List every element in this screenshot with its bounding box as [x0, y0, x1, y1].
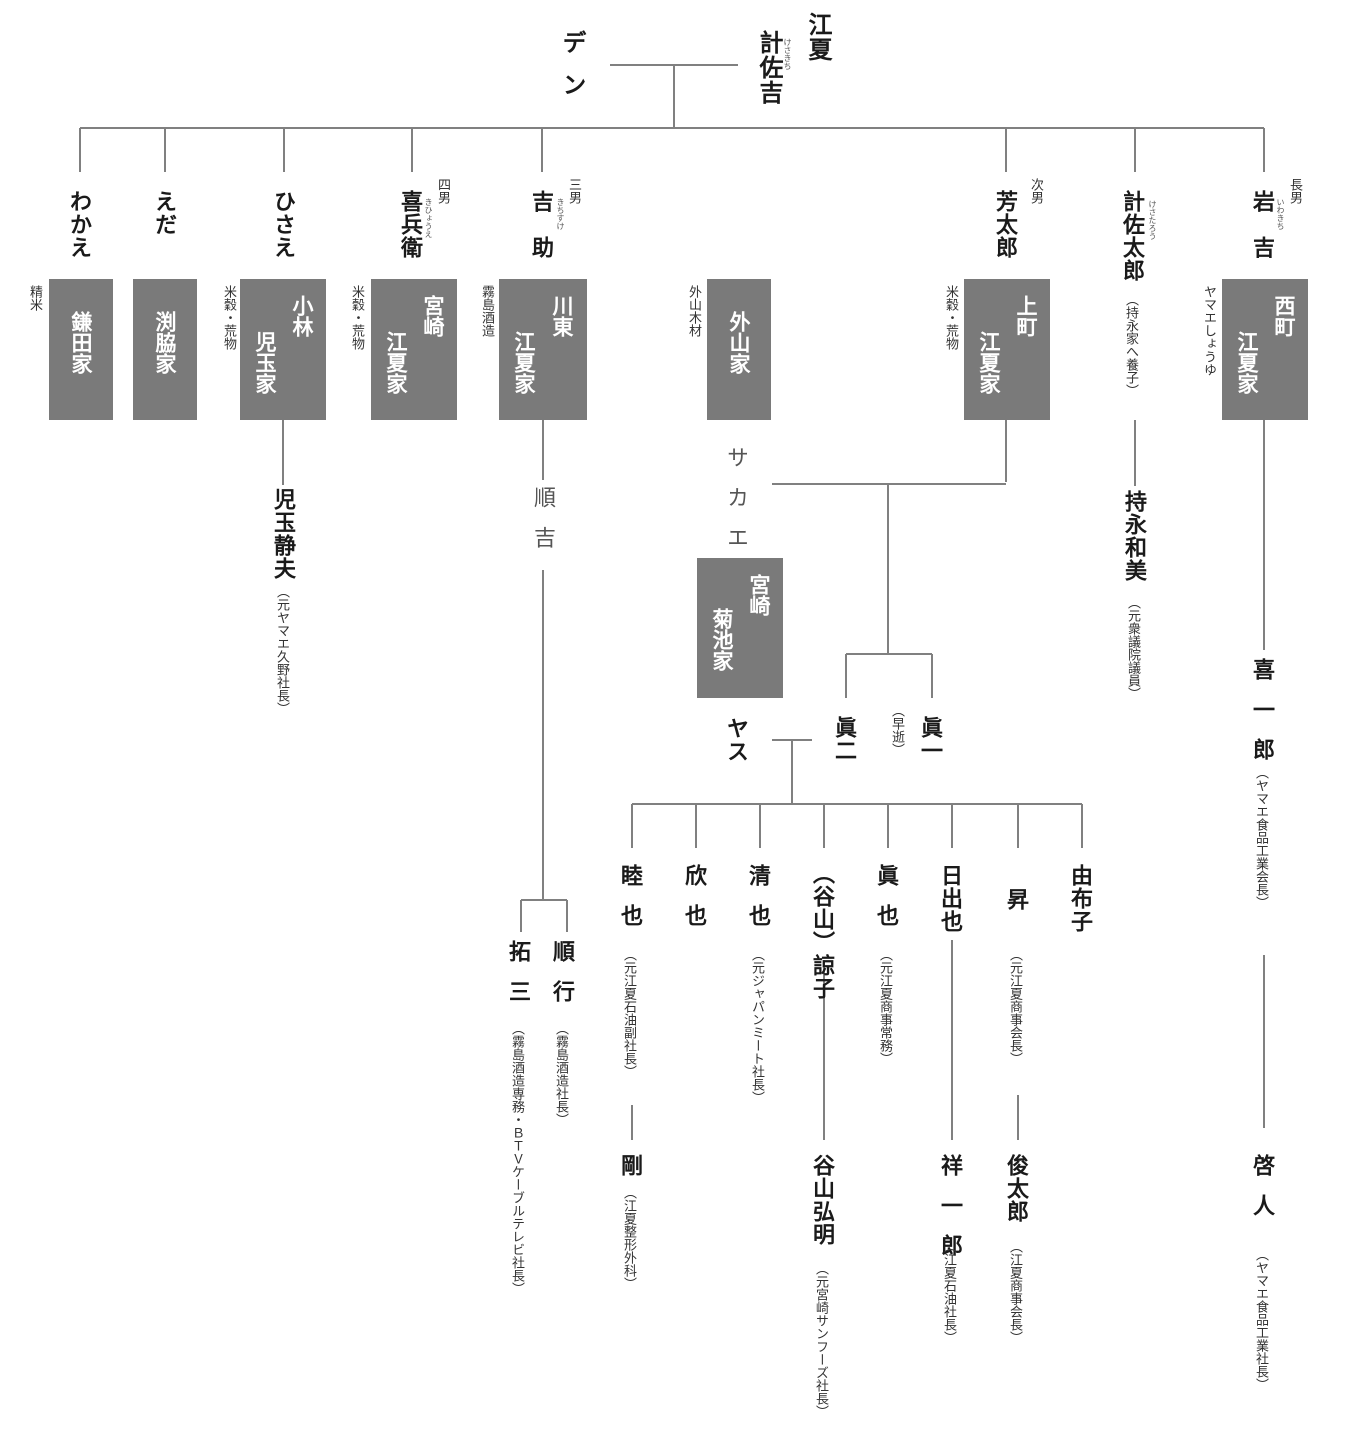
house-nishimachi-enatsu: 西町 江夏家	[1222, 279, 1308, 420]
shinji-name: 眞二	[831, 716, 856, 762]
kesataro-ruby: けさたろう	[1148, 200, 1157, 240]
ryoko-name: （谷山）諒子	[809, 862, 834, 1000]
iwakichi-rank: 長男	[1287, 178, 1302, 204]
noboru-note: （元江夏商事会長）	[1007, 948, 1022, 1065]
house-uemachi-enatsu: 上町 江夏家	[964, 279, 1050, 420]
kesakichi-name: 計佐吉	[755, 30, 783, 105]
tsuyoshi-note: （江夏整形外科）	[621, 1186, 636, 1290]
taniyama-note: （元宮崎サンフーズ社長）	[813, 1262, 828, 1418]
house-fuchiwaki-label: 渕脇家	[153, 311, 177, 374]
den-name: デン	[558, 30, 586, 114]
junkichi-name: 順吉	[530, 486, 555, 566]
house-uemachi-business: 米穀・荒物	[943, 285, 958, 350]
kiyoya-note: （元ジャパンミート社長）	[749, 948, 764, 1104]
shoichiro-name: 祥一郎	[937, 1154, 962, 1274]
yoshitaro-rank: 次男	[1028, 178, 1043, 204]
shuntaro-name: 俊太郎	[1003, 1154, 1028, 1223]
kesakichi-surname: 江夏	[804, 12, 832, 62]
mutsuya-note: （元江夏石油副社長）	[621, 948, 636, 1078]
wakae-name: わかえ	[66, 190, 91, 259]
keito-note: （ヤマエ食品工業社長）	[1253, 1248, 1268, 1391]
mutsuya-name: 睦也	[617, 864, 642, 944]
house-miyazaki-business: 米穀・荒物	[349, 285, 364, 350]
kodama-name: 児玉静夫	[270, 488, 295, 580]
kihee-rank: 四男	[435, 178, 450, 204]
mochinaga-note: （元衆議院議員）	[1125, 596, 1140, 700]
house-sotoyama-label: 外山家	[727, 311, 751, 374]
house-miyazaki-label-2: 江夏家	[384, 331, 408, 394]
shinichi-note: （早逝）	[889, 704, 904, 756]
kihee-name: 喜兵衛	[397, 190, 422, 259]
kichisuke-rank: 三男	[566, 178, 581, 204]
shoichiro-note: （江夏石油社長）	[941, 1240, 956, 1344]
yuko-name: 由布子	[1067, 864, 1092, 933]
tsuyoshi-name: 剛	[617, 1154, 642, 1177]
yasu-name: ヤス	[723, 717, 748, 763]
hideya-name: 日出也	[937, 864, 962, 933]
house-kobayashi-business: 米穀・荒物	[221, 285, 236, 350]
junko-name: 順行	[549, 940, 574, 1020]
house-kawahigashi-business: 霧島酒造	[479, 285, 494, 337]
house-kikuchi-label-2: 菊池家	[710, 608, 734, 671]
kichisuke-ruby: きちすけ	[556, 198, 565, 230]
shinichi-name: 眞一	[917, 716, 942, 762]
house-sotoyama-business: 外山木材	[686, 285, 701, 337]
house-kawahigashi-enatsu: 川東 江夏家	[499, 279, 587, 420]
house-sotoyama: 外山家	[707, 279, 771, 420]
kesataro-name: 計佐太郎	[1119, 190, 1144, 282]
house-miyazaki-kikuchi: 宮崎 菊池家	[697, 558, 783, 698]
kihee-ruby: きひょうえ	[424, 198, 433, 238]
house-kobayashi-label-1: 小林	[290, 295, 314, 337]
iwakichi-ruby: いわきち	[1276, 198, 1285, 230]
house-kamada-business: 精米	[27, 285, 42, 311]
house-uemachi-label-2: 江夏家	[977, 331, 1001, 394]
house-kobayashi-label-2: 児玉家	[253, 331, 277, 394]
kiichiro-note: （ヤマエ食品工業会長）	[1253, 766, 1268, 909]
house-kobayashi-kodama: 小林 児玉家	[240, 279, 326, 420]
house-kamada: 鎌田家	[49, 279, 113, 420]
shuntaro-note: （江夏商事会長）	[1007, 1240, 1022, 1344]
yoshitaro-name: 芳太郎	[992, 190, 1017, 259]
mochinaga-name: 持永和美	[1121, 490, 1146, 582]
sakae-name: サカエ	[723, 446, 748, 566]
keito-name: 啓人	[1249, 1154, 1274, 1234]
house-kawahigashi-label-1: 川東	[550, 295, 574, 337]
kiichiro-name: 喜一郎	[1249, 658, 1274, 778]
house-uemachi-label-1: 上町	[1014, 295, 1038, 337]
kinya-name: 欣也	[681, 864, 706, 944]
kodama-note: （元ヤマエ久野社長）	[274, 585, 289, 715]
shinya-name: 眞也	[873, 864, 898, 944]
house-kikuchi-label-1: 宮崎	[747, 574, 771, 616]
iwakichi-name: 岩 吉	[1249, 190, 1274, 259]
house-kawahigashi-label-2: 江夏家	[512, 331, 536, 394]
house-nishimachi-business: ヤマエしょうゆ	[1201, 285, 1216, 376]
house-miyazaki-label-1: 宮崎	[421, 295, 445, 337]
taniyama-name: 谷山弘明	[809, 1154, 834, 1246]
house-miyazaki-enatsu: 宮崎 江夏家	[371, 279, 457, 420]
house-nishimachi-label-2: 江夏家	[1235, 331, 1259, 394]
eda-name: えだ	[151, 190, 176, 236]
kichisuke-name: 吉 助	[528, 190, 553, 259]
kesataro-note: （持永家へ養子）	[1123, 293, 1138, 397]
shinya-note: （元江夏商事常務）	[877, 948, 892, 1065]
junko-note: （霧島酒造社長）	[553, 1022, 568, 1126]
takuzo-note: （霧島酒造専務・ＢＴＶケーブルテレビ社長）	[509, 1022, 524, 1295]
house-kamada-label: 鎌田家	[69, 311, 93, 374]
takuzo-name: 拓三	[505, 940, 530, 1020]
house-nishimachi-label-1: 西町	[1272, 295, 1296, 337]
house-fuchiwaki: 渕脇家	[133, 279, 197, 420]
kiyoya-name: 清也	[745, 864, 770, 944]
hisae-name: ひさえ	[270, 190, 295, 259]
noboru-name: 昇	[1003, 888, 1028, 911]
kesakichi-ruby: けさきち	[783, 38, 792, 70]
